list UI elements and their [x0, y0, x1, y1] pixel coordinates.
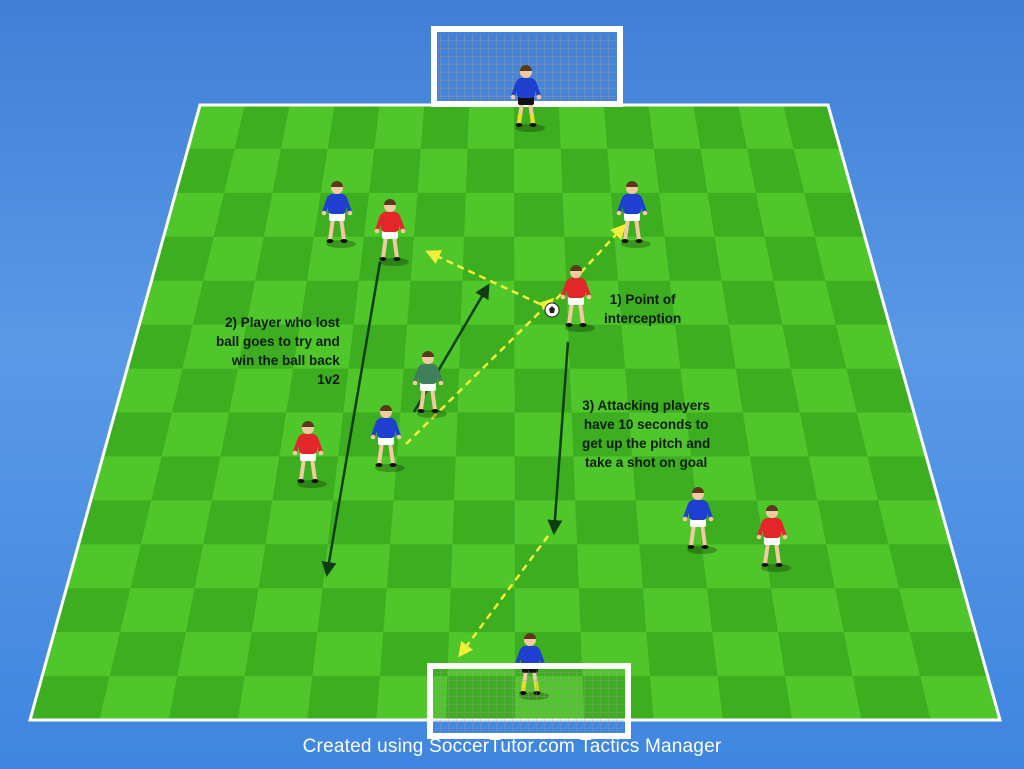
goalkeeper-top-icon: [510, 65, 545, 132]
neutral-player-icon: [412, 351, 447, 418]
run-arrow-lost-ball: [321, 261, 382, 577]
pitch: [28, 103, 1002, 722]
bottom-goal: [427, 663, 631, 739]
footer-credit: Created using SoccerTutor.com Tactics Ma…: [302, 736, 722, 757]
pass-arrow-intercepted: [405, 297, 555, 445]
blue-player-icon: [321, 181, 356, 248]
pass-arrow-to-goal: [458, 535, 550, 658]
blue-player-icon: [616, 181, 651, 248]
red-player-icon: [374, 199, 409, 266]
red-player-icon: [756, 505, 791, 572]
soccer-ball-icon: [544, 302, 560, 318]
blue-player-lost-ball-icon: [370, 405, 405, 472]
pass-arrow-to-blue: [547, 223, 627, 309]
run-arrow-interceptor: [547, 341, 570, 535]
blue-player-icon: [682, 487, 717, 554]
pass-arrows: [405, 223, 627, 658]
pass-arrow-to-red: [425, 250, 541, 306]
red-player-interceptor-icon: [560, 265, 595, 332]
red-player-icon: [292, 421, 327, 488]
